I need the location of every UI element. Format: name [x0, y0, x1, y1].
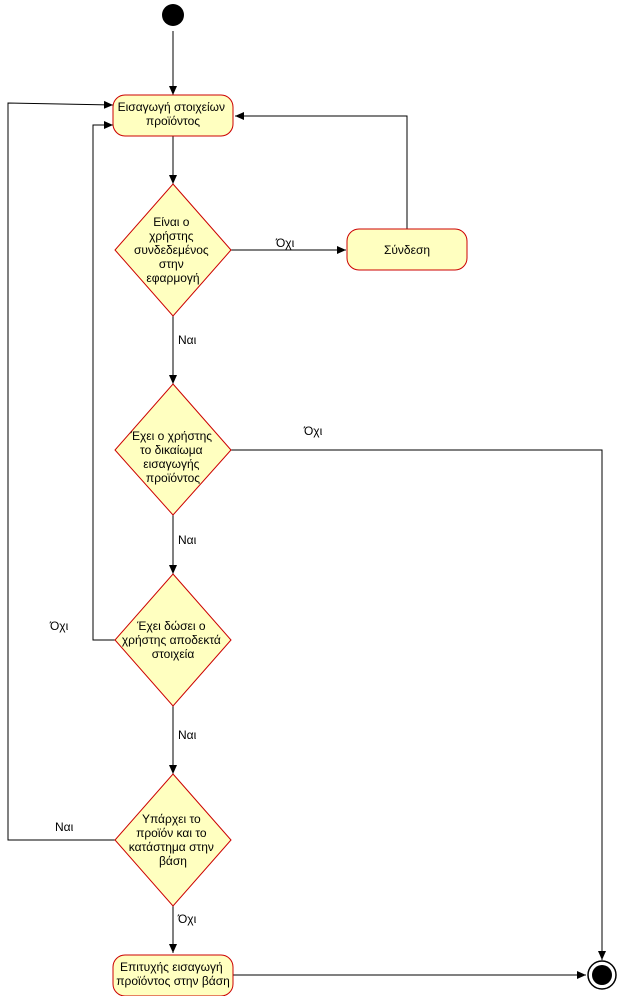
logged-line-2: χρήστης [149, 229, 194, 243]
svg-text:Εισαγωγή στοιχείων προϊό: Εισαγωγή στοιχείων προϊόντος [118, 100, 229, 128]
logged-line-5: εφαρμογή [146, 271, 199, 285]
svg-text:Υπάρχει το προϊόν και το: Υπάρχει το προϊόν και το κατάστημα στην … [129, 812, 217, 868]
login-line-1: Σύνδεση [384, 243, 430, 257]
exists-line-1: Υπάρχει το [142, 812, 201, 826]
edge-exists-yes-to-enter [7, 100, 115, 841]
label-login-no: Όχι [275, 236, 295, 250]
exists-line-4: βάση [159, 854, 187, 868]
start-node [162, 4, 184, 26]
decision-has-permission: Έχει ο χρήστης το δικαίωμα εισαγωγής προ… [114, 383, 232, 516]
action-success: Επιτυχής εισαγωγή προϊόντος στην βάση [112, 954, 234, 996]
label-valid-yes: Ναι [178, 533, 197, 547]
edges [7, 31, 606, 979]
exists-line-2: προϊόν και το [136, 826, 207, 840]
enter-product-line-2: προϊόντος [146, 114, 200, 128]
svg-text:Σύνδεση: Σύνδεση [384, 243, 430, 257]
action-login: Σύνδεση [346, 228, 468, 271]
action-enter-product: Εισαγωγή στοιχείων προϊόντος [112, 94, 234, 137]
permission-line-4: προϊόντος [146, 471, 200, 485]
svg-text:Επιτυχής εισαγωγή προϊόν: Επιτυχής εισαγωγή προϊόντος στην βάση [116, 960, 230, 988]
label-permission-no: Όχι [303, 424, 323, 438]
enter-product-line-1: Εισαγωγή στοιχείων [118, 100, 225, 114]
edge-permission-no-to-end [231, 449, 606, 960]
label-exists-yes: Ναι [55, 820, 74, 834]
edge-valid-no-to-enter [92, 121, 115, 641]
logged-line-1: Είναι ο [153, 215, 190, 229]
logged-line-4: στην [159, 257, 184, 271]
permission-line-3: εισαγωγής [143, 457, 199, 471]
valid-line-1: Έχει δώσει ο [136, 619, 206, 633]
label-permission-yes: Ναι [178, 333, 197, 347]
label-exists-check-yes: Ναι [178, 728, 197, 742]
svg-text:Είναι ο χρήστης συ: Είναι ο χρήστης συνδεδεμένος στην εφαρμο… [134, 215, 212, 285]
label-exists-no: Όχι [177, 912, 197, 926]
svg-text:Έχει ο χρήστης το δικαίω: Έχει ο χρήστης το δικαίωμα εισαγωγής προ… [130, 429, 216, 485]
edge-login-to-enter [235, 112, 408, 229]
decision-valid-data: Έχει δώσει ο χρήστης αποδεκτά στοιχεία [114, 573, 232, 707]
decision-is-logged-in: Είναι ο χρήστης συνδεδεμένος στην εφαρμο… [114, 183, 232, 317]
label-valid-no: Όχι [49, 619, 69, 633]
success-line-2: προϊόντος στην βάση [116, 974, 230, 988]
permission-line-1: Έχει ο χρήστης [130, 429, 213, 443]
logged-line-3: συνδεδεμένος [134, 243, 209, 257]
decision-exists-in-db: Υπάρχει το προϊόν και το κατάστημα στην … [114, 773, 232, 907]
success-line-1: Επιτυχής εισαγωγή [120, 960, 223, 974]
end-node [587, 960, 617, 990]
valid-line-3: στοιχεία [152, 647, 195, 661]
valid-line-2: χρήστης αποδεκτά [122, 633, 221, 647]
exists-line-3: κατάστημα στην [129, 840, 214, 854]
permission-line-2: το δικαίωμα [140, 443, 203, 457]
svg-text:Έχει δώσει ο χρήστης απο: Έχει δώσει ο χρήστης αποδεκτά στοιχεία [122, 619, 224, 661]
